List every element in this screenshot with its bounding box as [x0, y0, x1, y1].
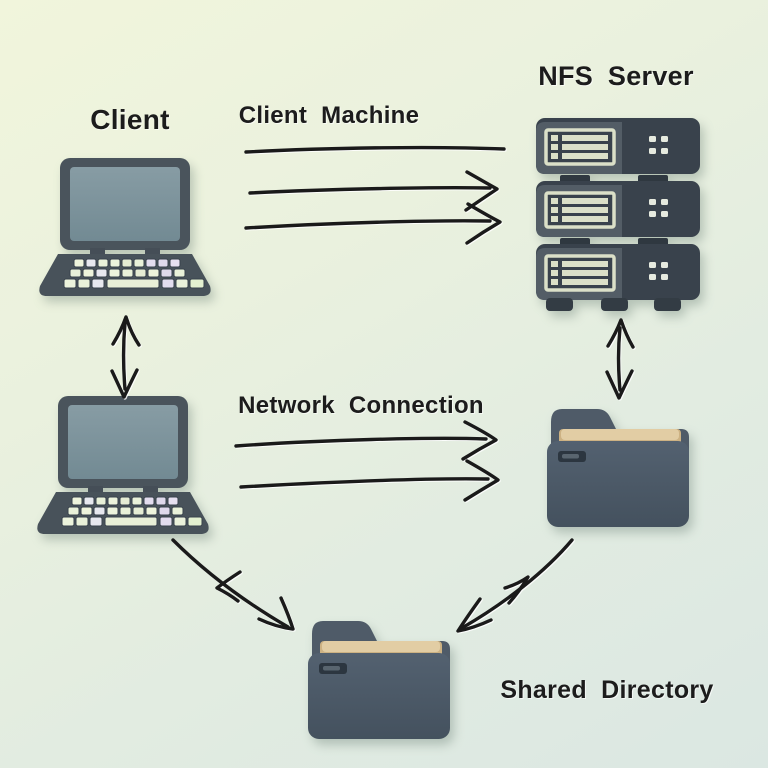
client-machine-arrows — [244, 145, 506, 245]
server-unit-icon — [534, 116, 702, 176]
nfs-server-label: NFS Server — [538, 61, 694, 91]
server-unit-icon — [534, 179, 702, 239]
nfs-server-stack-icon — [534, 116, 702, 311]
exported-folder-icon — [547, 409, 689, 527]
client-laptop-top-icon — [38, 157, 212, 297]
network-connection-arrows — [234, 420, 500, 502]
shared-directory-label: Shared Directory — [500, 676, 714, 704]
curved-arrow-folder-to-shared — [456, 538, 574, 633]
curved-arrow-laptop-to-shared — [171, 538, 295, 631]
bidirectional-arrow-laptops — [110, 315, 141, 399]
server-unit-icon — [534, 242, 702, 302]
network-connection-label: Network Connection — [238, 392, 484, 419]
client-laptop-bottom-icon — [36, 395, 210, 535]
client-machine-label: Client Machine — [238, 102, 420, 129]
client-label: Client — [90, 104, 170, 135]
shared-directory-folder-icon — [308, 621, 450, 739]
bidirectional-arrow-server-folder — [605, 318, 635, 400]
